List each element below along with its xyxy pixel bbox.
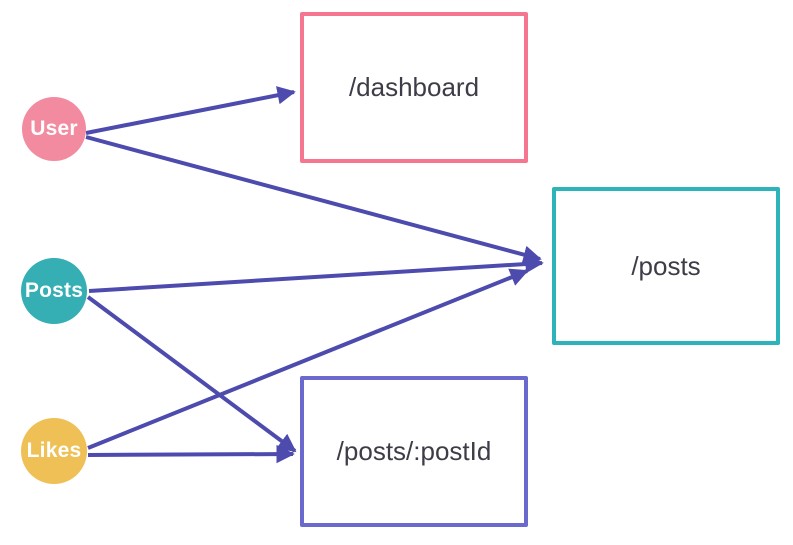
- route-post-detail-label: /posts/:postId: [336, 436, 492, 466]
- node-posts-label: Posts: [24, 279, 84, 302]
- node-likes-label: Likes: [26, 439, 82, 462]
- edge-posts-to-posts_route: [88, 254, 544, 293]
- route-posts-label: /posts: [631, 250, 701, 281]
- edge-user-to-dashboard: [85, 86, 296, 135]
- route-post-detail[interactable]: /posts/:postId: [300, 376, 528, 527]
- node-likes[interactable]: Likes: [21, 418, 87, 484]
- node-user-label: User: [30, 117, 78, 140]
- route-dashboard-label: /dashboard: [348, 72, 480, 102]
- edge-likes-to-post_detail: [87, 444, 295, 464]
- node-user[interactable]: User: [22, 97, 86, 161]
- route-posts[interactable]: /posts: [552, 187, 780, 345]
- edge-posts-to-post_detail: [86, 295, 297, 453]
- route-dashboard[interactable]: /dashboard: [300, 12, 528, 163]
- node-posts[interactable]: Posts: [21, 258, 87, 324]
